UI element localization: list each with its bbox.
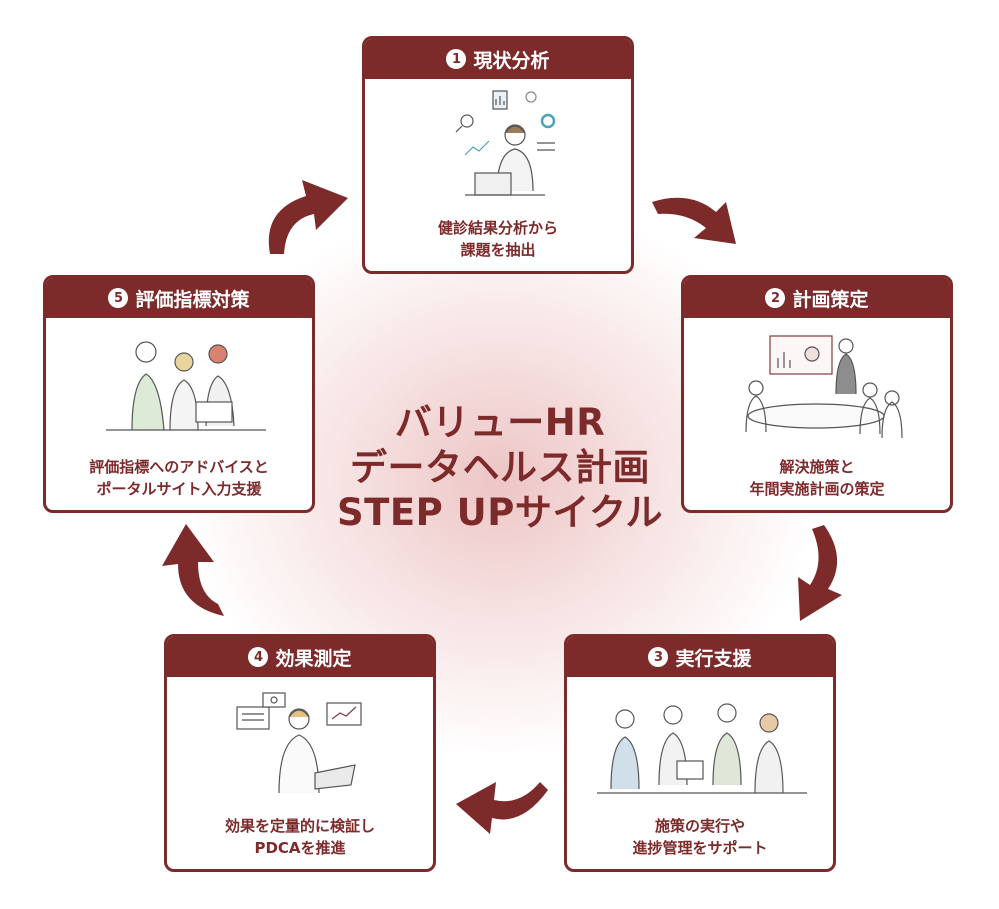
step-desc-2: 解決施策と 年間実施計画の策定 (684, 456, 950, 500)
step-card-1: 1 現状分析 健診結果分析から 課題を抽出 (362, 36, 634, 274)
meeting-presentation-illustration-icon (745, 335, 903, 439)
step-desc-3-line2: 進捗管理をサポート (632, 839, 768, 857)
step-number-1: 1 (446, 49, 467, 69)
step-header-2: 2 計画策定 (684, 278, 950, 318)
arrow-1-to-2-icon (652, 197, 736, 244)
cycle-title: バリューHR データヘルス計画 STEP UPサイクル (300, 400, 700, 535)
arrow-4-to-5-icon (162, 524, 224, 616)
step-title-1: 現状分析 (473, 49, 550, 72)
step-header-1: 1 現状分析 (365, 39, 631, 79)
step-header-5: 5 評価指標対策 (46, 278, 312, 318)
step-desc-3-line1: 施策の実行や (654, 817, 745, 835)
advice-group-illustration-icon (106, 341, 266, 431)
step-number-3: 3 (648, 647, 669, 667)
step-desc-1-line2: 課題を抽出 (460, 241, 536, 259)
step-card-2: 2 計画策定 解決施策と 年間実施計画の策定 (681, 275, 953, 513)
step-desc-5-line2: ポータルサイト入力支援 (96, 480, 262, 498)
cycle-title-line1: バリューHR (394, 401, 606, 444)
step-card-4: 4 効果測定 効果を定量的に検証し PDCAを推進 (164, 634, 436, 872)
step-desc-3: 施策の実行や 進捗管理をサポート (567, 815, 833, 859)
step-number-5: 5 (108, 288, 129, 308)
step-desc-2-line1: 解決施策と (779, 458, 855, 476)
step-title-5: 評価指標対策 (135, 288, 250, 311)
step-header-3: 3 実行支援 (567, 637, 833, 677)
step-header-4: 4 効果測定 (167, 637, 433, 677)
team-support-illustration-icon (597, 703, 807, 794)
arrow-3-to-4-icon (456, 782, 548, 834)
step-number-4: 4 (248, 647, 269, 667)
step-desc-1: 健診結果分析から 課題を抽出 (365, 217, 631, 261)
step-desc-4: 効果を定量的に検証し PDCAを推進 (167, 815, 433, 859)
step-title-2: 計画策定 (792, 288, 869, 311)
cycle-title-line2: データヘルス計画 (350, 446, 650, 489)
step-desc-2-line2: 年間実施計画の策定 (749, 480, 885, 498)
step-number-2: 2 (765, 288, 786, 308)
arrow-2-to-3-icon (798, 525, 842, 621)
step-desc-1-line1: 健診結果分析から (437, 219, 558, 237)
step-desc-5-line1: 評価指標へのアドバイスと (89, 458, 269, 476)
step-desc-5: 評価指標へのアドバイスと ポータルサイト入力支援 (46, 456, 312, 500)
cycle-title-line3: STEP UPサイクル (337, 491, 663, 534)
analyst-illustration-icon (455, 90, 556, 196)
step-card-3: 3 実行支援 施策の実行や 進捗管理をサポート (564, 634, 836, 872)
arrow-5-to-1-icon (268, 180, 348, 254)
step-title-4: 効果測定 (275, 647, 352, 670)
step-title-3: 実行支援 (675, 647, 752, 670)
measurement-illustration-icon (236, 692, 362, 794)
step-desc-4-line2: PDCAを推進 (254, 839, 346, 857)
step-card-5: 5 評価指標対策 評価指標へのアドバイスと ポータルサイト入力支援 (43, 275, 315, 513)
step-desc-4-line1: 効果を定量的に検証し (224, 817, 375, 835)
